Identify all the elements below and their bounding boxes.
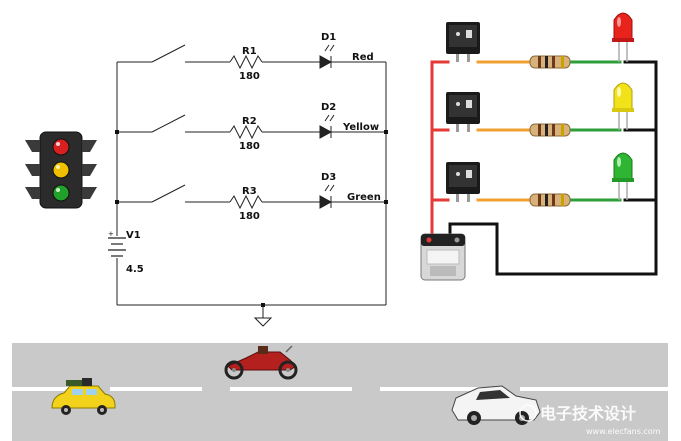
d3-color-label: Green [347,192,381,203]
resistor-component-2 [529,123,571,137]
d2-label: D2 [321,102,336,113]
junction-dots [115,130,388,307]
wiring-diagram [430,60,658,276]
watermark-brand: 电子技术设计 [540,404,636,423]
r3-value: 180 [239,211,260,222]
r1-value: 180 [239,71,260,82]
rocker-switch-2 [446,92,480,132]
yellow-car-illustration [51,378,116,415]
led-red [612,12,634,62]
d3-label: D3 [321,172,336,183]
battery-pack [420,233,466,281]
diode-d1 [319,55,333,69]
d2-color-label: Yellow [342,122,379,133]
switch-1 [151,44,186,63]
v1-value: 4.5 [126,264,144,275]
resistor-component-1 [529,55,571,69]
switch-3 [151,184,186,203]
rocker-switch-1 [446,22,480,62]
r2-value: 180 [239,141,260,152]
watermark-logo-icon [519,404,537,422]
battery-symbol [108,237,126,257]
r1-label: R1 [242,46,257,57]
r2-label: R2 [242,116,257,127]
led-green [612,152,634,200]
diode-d2 [319,125,333,139]
resistor-r3 [229,194,263,210]
traffic-light-icon [25,131,97,209]
r3-label: R3 [242,186,257,197]
resistor-r1 [229,54,263,70]
white-car-illustration [451,385,541,425]
rocker-switch-3 [446,162,480,202]
branch-2 [117,114,386,140]
road-scene [12,343,668,441]
branch-1 [117,44,386,70]
vintage-red-car-illustration [224,345,298,380]
resistor-r2 [229,124,263,140]
v1-plus-sign: + [108,230,114,238]
switch-2 [151,114,186,133]
resistor-component-3 [529,193,571,207]
watermark: 电子技术设计 www.elecfans.com [519,404,661,436]
led-yellow [612,82,634,130]
v1-label: V1 [126,230,141,241]
d1-label: D1 [321,32,336,43]
d1-color-label: Red [352,52,374,63]
diode-d3 [319,195,333,209]
branch-3 [117,184,386,210]
ground-symbol [253,317,273,327]
watermark-site: www.elecfans.com [586,427,661,436]
